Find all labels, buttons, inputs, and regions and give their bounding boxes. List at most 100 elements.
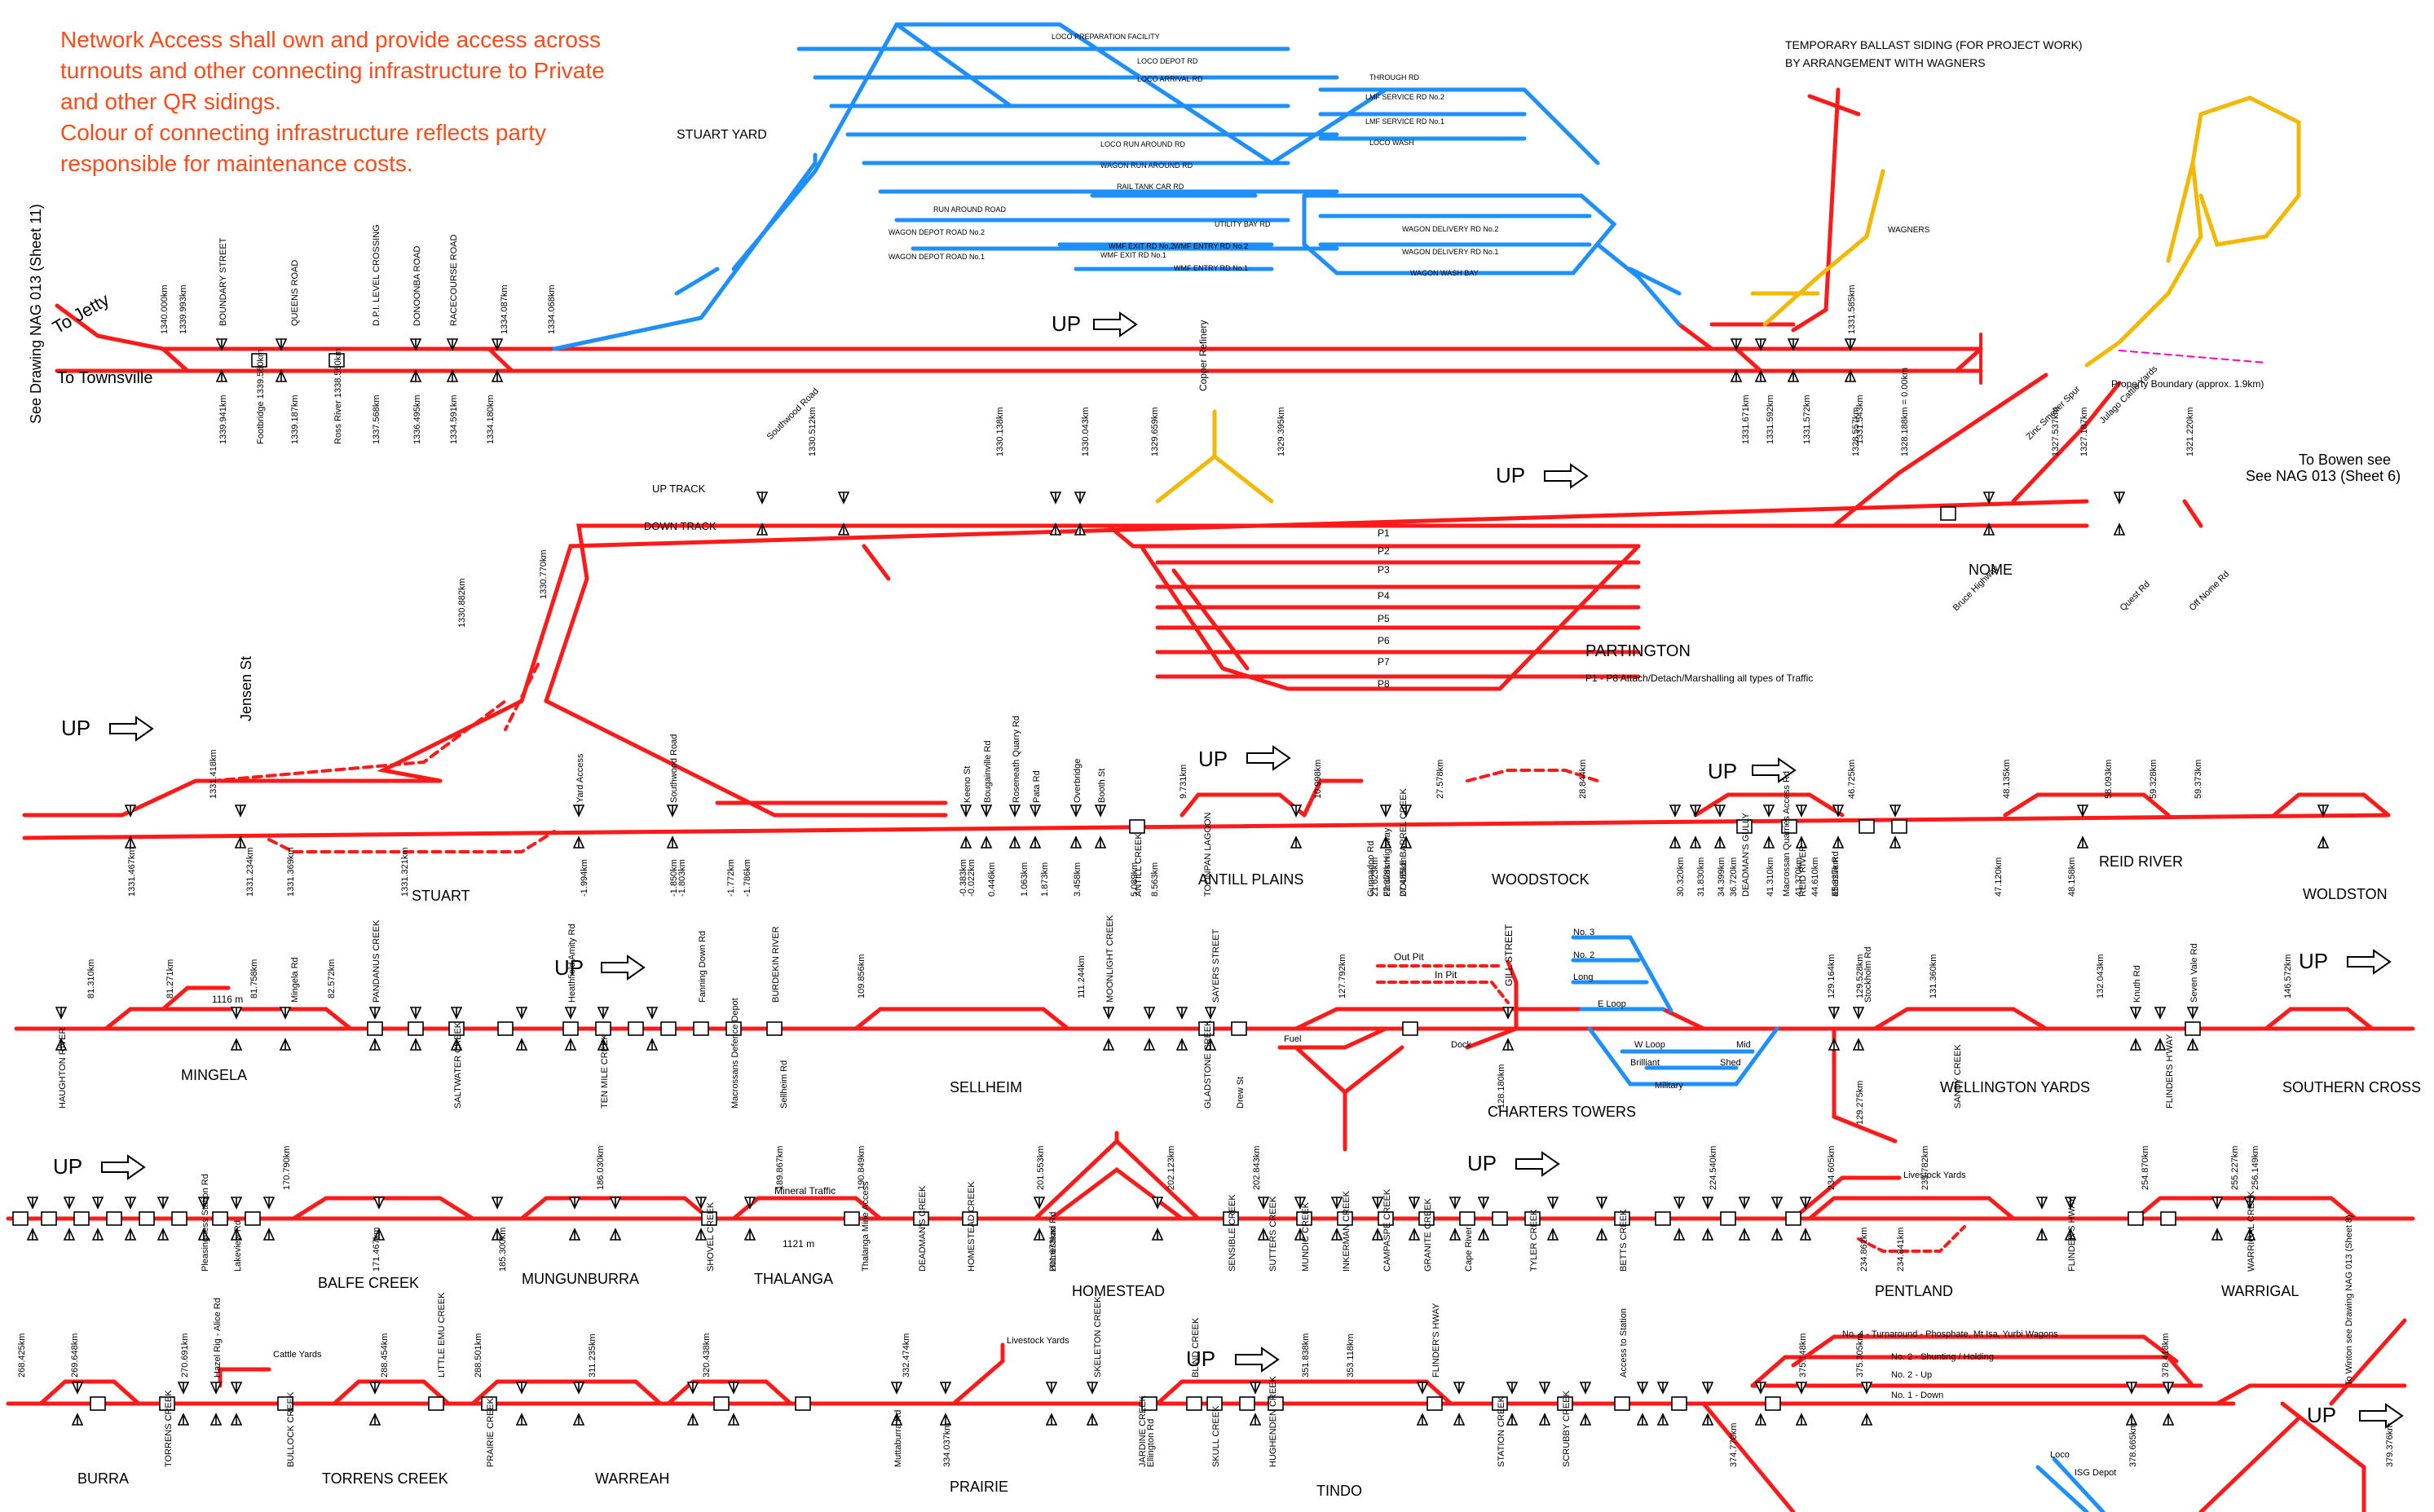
signal-marker (756, 492, 769, 536)
turnaround-road (1791, 1334, 2179, 1368)
platform-note: P1 - P8 Attach/Detach/Marshalling all ty… (1585, 672, 1813, 684)
platform-label: P4 (1378, 590, 1390, 602)
chainage-label: 1334.180km (486, 395, 496, 444)
chainage-label: 375.148km (1798, 1333, 1808, 1378)
signal-marker (646, 1007, 659, 1051)
signal-marker (1033, 1197, 1046, 1241)
signal-marker (743, 1197, 756, 1241)
infrastructure-label: Lakeview Rd (233, 1220, 243, 1272)
chainage-label: 59.328km (2149, 760, 2158, 799)
wagners-siding (1762, 169, 1885, 327)
fuel-road (1294, 1045, 1404, 1095)
up-direction-label: UP (1708, 759, 1737, 783)
signal-marker (1249, 1382, 1262, 1426)
infrastructure-label: Julago Cattle Yards (2098, 364, 2160, 425)
signal-marker (1008, 804, 1021, 849)
signal-marker (234, 804, 247, 849)
yard-road-label: LMF SERVICE RD No.2 (1365, 93, 1444, 101)
infrastructure-label: FLINDER'S HWAY (1431, 1303, 1441, 1378)
chainage-label: 5.089km (1130, 862, 1140, 897)
signal-marker (2317, 804, 2330, 849)
level-crossing-marker (1859, 819, 1875, 834)
up-track (519, 499, 2089, 703)
signal-marker (124, 1197, 137, 1241)
station-name: WOODSTOCK (1492, 871, 1590, 888)
infrastructure-label: Muttaburra Rd (893, 1410, 903, 1467)
wagon-wash-loop (1302, 193, 1617, 276)
signal-marker (2035, 1197, 2048, 1241)
infrastructure-label: PANDANUS CREEK (372, 919, 381, 1003)
chainage-label: 27.578km (1435, 760, 1445, 799)
chainage-label: 332.474km (902, 1333, 911, 1378)
track-label: DOWN TRACK (644, 520, 717, 532)
chainage-label: 48.158km (2067, 857, 2077, 897)
chainage-label: 378.418km (2161, 1333, 2171, 1378)
infrastructure-label: Knuth Rd (2132, 965, 2142, 1003)
infrastructure-label: MUNDIC CREEK (1301, 1201, 1311, 1272)
infrastructure-label: HOMESTEAD CREEK (967, 1181, 977, 1272)
platform-label: P8 (1378, 678, 1390, 690)
up-direction-arrow-icon (1515, 1151, 1560, 1177)
chainage-label: 48.135km (2002, 760, 2012, 799)
chainage-label: 44.610km (1810, 857, 1820, 897)
signal-marker (1538, 1382, 1551, 1426)
infrastructure-label: REID RIVER (1798, 845, 1808, 897)
infrastructure-label: Southwood Road (669, 734, 679, 803)
signal-marker (1795, 1382, 1808, 1426)
infrastructure-label: Ellerslie Rd (1831, 851, 1841, 897)
level-crossing-marker (1557, 1396, 1573, 1411)
loop-stub (161, 985, 231, 1012)
infrastructure-label: STATION CREEK (1497, 1395, 1506, 1467)
level-crossing-marker (562, 1021, 579, 1036)
station-name: BURRA (77, 1470, 129, 1487)
chainage-label: 129.528km (1855, 954, 1865, 998)
infrastructure-label: SENSIBLE CREEK (1228, 1194, 1237, 1272)
infrastructure-label: GLADSTONE CREEK (1203, 1020, 1213, 1109)
signal-marker (837, 492, 850, 536)
signal-marker (409, 1007, 422, 1051)
level-crossing-marker (595, 1021, 611, 1036)
signal-marker (2186, 1007, 2199, 1051)
street-label: BOUNDARY STREET (218, 237, 228, 326)
yard-road-label: WAGON DEPOT ROAD No.2 (888, 228, 985, 236)
yard-road-label: WMF ENTRY RD No.1 (1174, 264, 1248, 272)
level-crossing-marker (1459, 1211, 1475, 1226)
signal-marker (1669, 804, 1682, 849)
level-crossing-marker (2128, 1211, 2144, 1226)
siding-lead (1677, 322, 1714, 351)
signal-marker (1889, 804, 1902, 849)
up-direction-label: UP (2307, 1403, 2336, 1427)
chainage-label: -1.772km (726, 859, 736, 897)
passing-loop (1872, 1007, 2048, 1031)
yard-road-label: WMF EXIT RD No.2 (1109, 242, 1175, 250)
property-boundary-label: Property Boundary (approx. 1.9km) (2111, 378, 2264, 390)
level-crossing-marker (1402, 1021, 1418, 1036)
signal-marker (694, 1197, 708, 1241)
passing-loop (1180, 792, 1307, 818)
signal-marker (1770, 1197, 1784, 1241)
infrastructure-label: ANTILL CREEK (1134, 832, 1144, 897)
signal-marker (1330, 1197, 1343, 1241)
infrastructure-label: TORRENS CREEK (164, 1390, 174, 1467)
copper-refinery-label: Copper Refinery (1197, 320, 1209, 391)
yard-road-label: LOCO PREPARATION FACILITY (1052, 33, 1160, 41)
road-label: Military (1655, 1081, 1683, 1091)
loop-road (1302, 778, 1364, 818)
infrastructure-label: SHOVEL CREEK (706, 1201, 716, 1272)
up-direction-arrow-icon (1752, 757, 1797, 783)
military-loop (1587, 1026, 1779, 1087)
up-direction-arrow-icon (1093, 311, 1138, 337)
station-name: WARRIGAL (2221, 1283, 2299, 1299)
infrastructure-label: Booth St (1097, 769, 1107, 803)
up-direction-label: UP (1052, 311, 1081, 336)
signal-marker (568, 1197, 581, 1241)
signal-marker (959, 804, 972, 849)
infrastructure-label: Heathfield Amity Rd (567, 924, 577, 1003)
up-direction-arrow-icon (109, 716, 154, 742)
signal-marker (572, 804, 585, 849)
livestock-spur (951, 1342, 1005, 1406)
infrastructure-label: Cape River (1464, 1227, 1474, 1272)
signal-marker (368, 1007, 381, 1051)
stuart-yard-label: STUART YARD (677, 128, 767, 142)
signal-marker (1045, 1382, 1058, 1426)
